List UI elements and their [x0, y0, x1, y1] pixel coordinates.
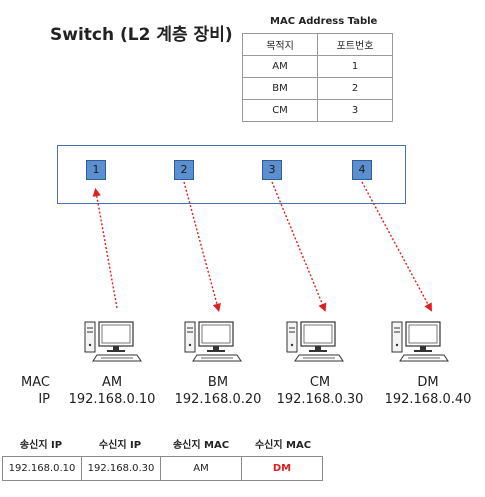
host-ip: 192.168.0.20: [174, 392, 262, 407]
packet-header-dst-ip: 수신지 IP: [98, 440, 142, 451]
packet-src-ip: 192.168.0.10: [2, 456, 82, 481]
link-am-to-port-1: [92, 187, 118, 309]
mac-table-header-destination: 목적지: [242, 33, 318, 56]
mac-table-cell: CM: [242, 99, 318, 122]
host-ip: 192.168.0.40: [384, 392, 472, 407]
mac-table-cell: 3: [317, 99, 393, 122]
computer-icon: [286, 321, 344, 362]
computer-icon: [184, 321, 242, 362]
mac-address-table: 목적지 포트번호 AM 1 BM 2 CM 3: [242, 33, 393, 122]
mac-table-title: MAC Address Table: [270, 16, 378, 27]
switch-port-3: 3: [262, 160, 282, 180]
host-mac: BM: [207, 375, 229, 390]
packet-table: 192.168.0.10 192.168.0.30 AM DM: [2, 456, 323, 481]
mac-table-cell: BM: [242, 77, 318, 100]
mac-table-row: AM 1: [242, 55, 393, 78]
mac-table-cell: 2: [317, 77, 393, 100]
mac-table-header-row: 목적지 포트번호: [242, 33, 393, 56]
host-mac: CM: [309, 375, 331, 390]
packet-src-mac: AM: [160, 456, 242, 481]
switch-port-1: 1: [86, 160, 106, 180]
packet-header-src-ip: 송신지 IP: [19, 440, 63, 451]
mac-table-cell: 1: [317, 55, 393, 78]
computer-icon: [391, 321, 449, 362]
host-ip: 192.168.0.10: [68, 392, 156, 407]
mac-table-row: BM 2: [242, 77, 393, 100]
packet-header-dst-mac: 수신지 MAC: [254, 440, 312, 451]
host-mac: AM: [101, 375, 123, 390]
packet-header-src-mac: 송신지 MAC: [172, 440, 230, 451]
packet-row: 192.168.0.10 192.168.0.30 AM DM: [2, 456, 323, 481]
packet-dst-ip: 192.168.0.30: [81, 456, 161, 481]
host-ip: 192.168.0.30: [276, 392, 364, 407]
page-title: Switch (L2 계층 장비): [50, 25, 233, 45]
packet-dst-mac: DM: [241, 456, 323, 481]
mac-table-cell: AM: [242, 55, 318, 78]
mac-row-label: MAC: [21, 375, 50, 390]
switch-port-4: 4: [352, 160, 372, 180]
mac-table-header-port: 포트번호: [317, 33, 393, 56]
computer-icon: [84, 321, 142, 362]
mac-table-row: CM 3: [242, 99, 393, 122]
switch-port-2: 2: [174, 160, 194, 180]
ip-row-label: IP: [38, 392, 50, 407]
host-mac: DM: [417, 375, 439, 390]
